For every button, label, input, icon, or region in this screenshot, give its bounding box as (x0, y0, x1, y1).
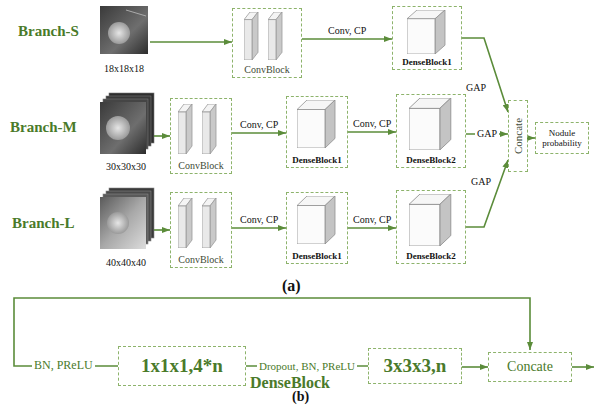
panel-label: (b) (292, 390, 309, 404)
conv-layer-box: 3x3x3,n (368, 348, 462, 384)
dense-block: DenseBlock2 (396, 94, 466, 168)
connector-arrow (154, 135, 170, 137)
edge-label: Conv, CP (240, 215, 278, 225)
conv-layer-box: 1x1x1,4*n (118, 346, 246, 386)
node-text: DenseBlock1 (292, 251, 342, 261)
node-text: Concate (512, 118, 525, 154)
dense-block: DenseBlock1 (392, 6, 462, 70)
layer-slabs (178, 10, 451, 248)
dense-block: DenseBlock1 (286, 96, 348, 168)
node-text: DenseBlock2 (406, 155, 456, 165)
connector-arrow (348, 131, 396, 133)
node-text: 40x40x40 (106, 257, 146, 269)
edge-label: Conv, CP (328, 26, 366, 36)
node-text: DenseBlock1 (292, 155, 342, 165)
conv-block: ConvBlock (170, 192, 232, 268)
dense-block: DenseBlock1 (286, 192, 348, 264)
node-text: DenseBlock1 (402, 57, 452, 67)
panel-label: (a) (282, 278, 301, 294)
conv-block: ConvBlock (170, 98, 232, 174)
edge-label: GAP (475, 128, 499, 140)
node-text: ConvBlock (178, 160, 224, 172)
node-text: 1x1x1,4*n (141, 355, 223, 377)
node-text: 30x30x30 (106, 161, 146, 173)
connector-arrow (462, 38, 508, 112)
connector-arrow (150, 41, 232, 43)
edge-label: Conv, CP (353, 215, 391, 225)
ct-thumbnail (100, 188, 154, 249)
edge-label: Conv, CP (240, 120, 278, 130)
conv-block: ConvBlock (232, 8, 302, 78)
ct-thumbnail (100, 6, 148, 54)
ct-patch: 30x30x30 (98, 92, 154, 174)
branch-label: Branch-M (10, 120, 77, 135)
ct-patch: 40x40x40 (98, 186, 154, 270)
edge-label: Conv, CP (353, 119, 391, 129)
connector-arrow (462, 366, 488, 368)
node-text: Concate (507, 359, 553, 375)
concat-box: Concate (508, 100, 528, 172)
output-box: Nodule probability (535, 122, 589, 154)
ct-thumbnail (100, 93, 154, 154)
edge-label: GAP (471, 177, 491, 187)
connector-arrow (348, 227, 396, 229)
node-text: Nodule probability (538, 128, 586, 149)
node-text: 3x3x3,n (384, 355, 447, 377)
block-title: DenseBlock (250, 375, 330, 391)
connector-arrow (528, 137, 535, 139)
dense-block: DenseBlock2 (396, 190, 466, 264)
node-text: DenseBlock2 (406, 251, 456, 261)
branch-label: Branch-S (18, 24, 79, 39)
node-text: 18x18x18 (104, 63, 144, 75)
connector-arrow (232, 132, 286, 134)
skip-connection (14, 298, 530, 366)
ct-patch: 18x18x18 (98, 4, 150, 76)
connector-arrow (302, 38, 392, 40)
edge-label: GAP (466, 83, 486, 93)
connector-arrow (466, 160, 508, 227)
output-line (572, 366, 594, 368)
edge-label: Dropout, BN, PReLU (257, 360, 357, 373)
connector-arrow (154, 229, 170, 231)
node-text: ConvBlock (244, 64, 290, 76)
node-text: ConvBlock (178, 254, 224, 266)
concat-box: Concate (488, 352, 572, 382)
signal-label: BN, PReLU (32, 359, 95, 371)
connector-arrow (232, 227, 286, 229)
branch-label: Branch-L (12, 216, 75, 231)
